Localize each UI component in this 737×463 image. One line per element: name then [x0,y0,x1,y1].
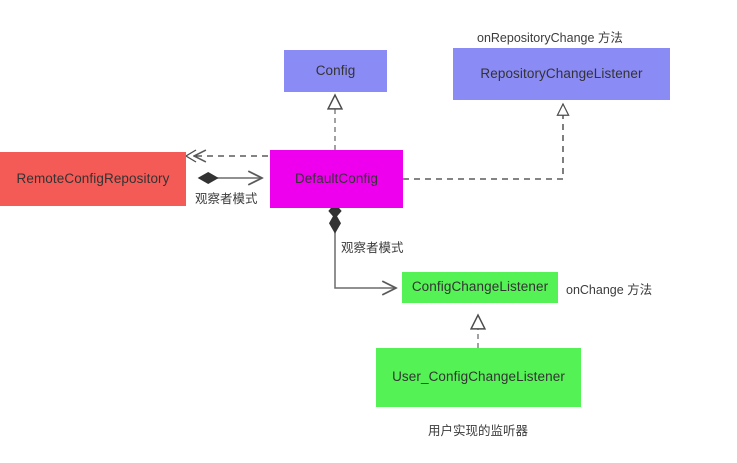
node-label-default-config: DefaultConfig [294,170,379,186]
annotation-user-implemented-listener: 用户实现的监听器 [428,424,529,438]
node-config[interactable]: Config [284,50,387,92]
node-label-remote-config-repository: RemoteConfigRepository [16,170,170,186]
annotation-on-repository-change: onRepositoryChange 方法 [477,31,623,45]
node-remote-config-repository[interactable]: RemoteConfigRepository [0,152,186,206]
node-label-config: Config [315,62,356,78]
node-default-config[interactable]: DefaultConfig [270,150,403,208]
edge-default-config-to-repository-change-listener [403,102,570,180]
node-user-config-change-listener[interactable]: User_ConfigChangeListener [376,348,581,407]
node-label-config-change-listener: ConfigChangeListener [411,279,549,295]
node-label-user-config-change-listener: User_ConfigChangeListener [392,369,565,385]
node-repository-change-listener[interactable]: RepositoryChangeListener [453,48,670,100]
edge-default-config-to-remote-config-repository [184,150,268,162]
annotation-on-change: onChange 方法 [566,283,653,297]
annotation-observer-pattern-horizontal: 观察者模式 [195,192,258,206]
node-label-repository-change-listener: RepositoryChangeListener [480,65,643,81]
annotation-observer-pattern-vertical: 观察者模式 [341,241,404,255]
node-config-change-listener[interactable]: ConfigChangeListener [402,272,558,303]
